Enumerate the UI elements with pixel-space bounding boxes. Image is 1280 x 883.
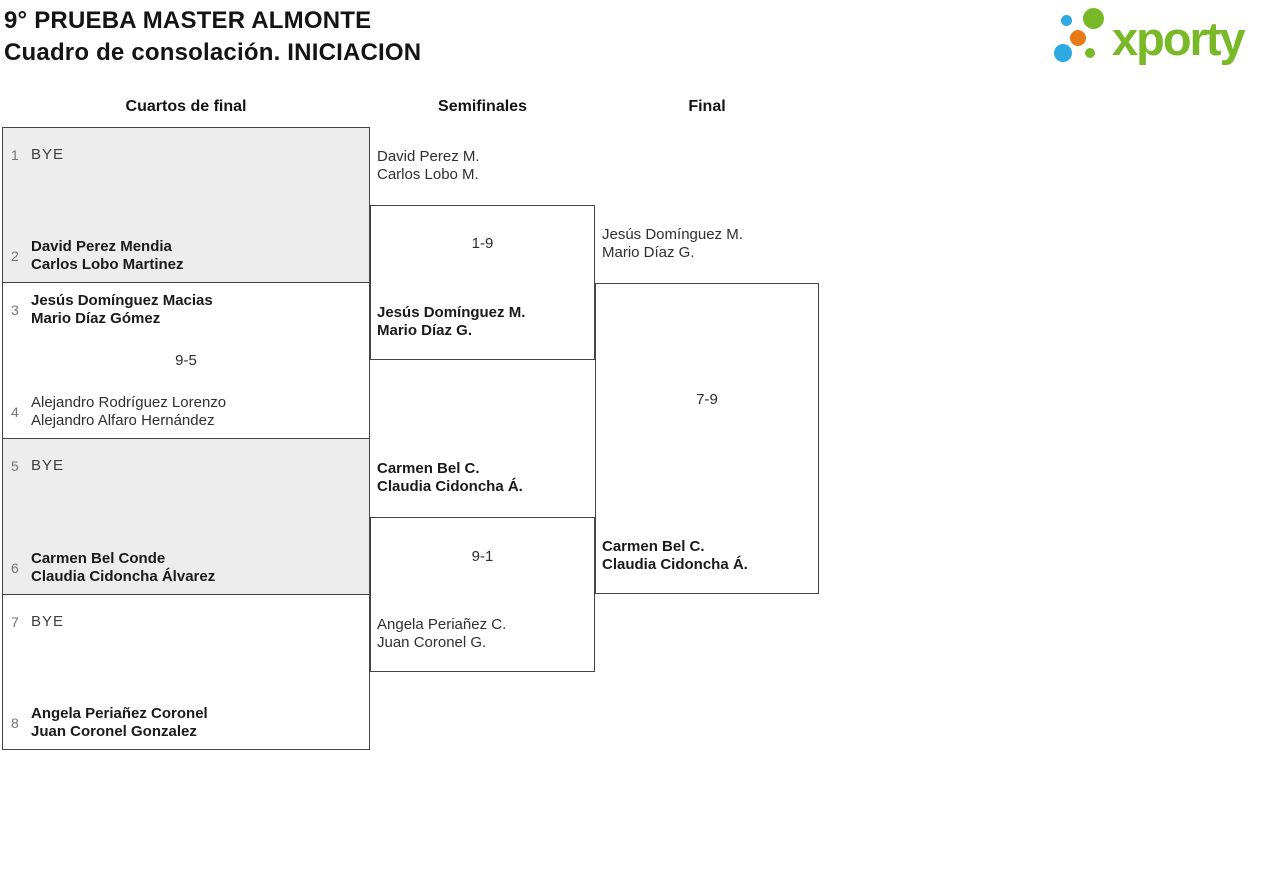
player-name: David Perez M. xyxy=(377,148,480,165)
sf2-score: 9-1 xyxy=(471,548,494,565)
player-name: Angela Periañez C. xyxy=(377,616,507,633)
tournament-title: 9° PRUEBA MASTER ALMONTE xyxy=(4,7,372,34)
seed-number: 4 xyxy=(11,404,19,420)
player-name: Carlos Lobo Martinez xyxy=(31,256,184,273)
player-name: Mario Díaz G. xyxy=(602,244,695,261)
player-name: Carmen Bel C. xyxy=(377,460,480,477)
player-name: Claudia Cidoncha Álvarez xyxy=(31,568,216,585)
player-name: Alejandro Rodríguez Lorenzo xyxy=(31,394,227,411)
sf2-team-top: Carmen Bel C. Claudia Cidoncha Á. xyxy=(377,460,523,496)
sf1-score: 1-9 xyxy=(471,235,494,252)
qf-match-3: 5 BYE 6 Carmen Bel Conde Claudia Cidonch… xyxy=(2,438,370,595)
logo-dot-green-big-icon xyxy=(1083,8,1104,29)
seed-number: 7 xyxy=(11,614,19,630)
logo-dot-blue-small-icon xyxy=(1061,15,1072,26)
seed-number: 3 xyxy=(11,302,19,318)
sf2-team-bottom: Angela Periañez C. Juan Coronel G. xyxy=(377,616,506,652)
seed-number: 5 xyxy=(11,458,19,474)
sf1-team-top: David Perez M. Carlos Lobo M. xyxy=(377,148,480,184)
player-name: Carmen Bel C. xyxy=(602,538,705,555)
qf4-team-bottom: 8 Angela Periañez Coronel Juan Coronel G… xyxy=(11,705,363,741)
qf1-team-bottom: 2 David Perez Mendia Carlos Lobo Martine… xyxy=(11,238,363,274)
seed-number: 6 xyxy=(11,560,19,576)
round-header-semifinales: Semifinales xyxy=(438,98,527,115)
qf2-score: 9-5 xyxy=(175,351,197,369)
qf2-team-top: 3 Jesús Domínguez Macias Mario Díaz Góme… xyxy=(11,292,363,328)
player-name: Claudia Cidoncha Á. xyxy=(377,478,523,495)
player-name: Jesús Domínguez Macias xyxy=(31,292,213,309)
player-name: Jesús Domínguez M. xyxy=(602,226,743,243)
player-name: Angela Periañez Coronel xyxy=(31,705,208,722)
qf4-team-top: 7 BYE xyxy=(11,604,363,640)
bye-label: BYE xyxy=(31,146,65,163)
player-name: Claudia Cidoncha Á. xyxy=(602,556,748,573)
player-name: Juan Coronel G. xyxy=(377,634,487,651)
page-title-block: 9° PRUEBA MASTER ALMONTE Cuadro de conso… xyxy=(4,5,421,69)
round-header-cuartos: Cuartos de final xyxy=(125,98,247,115)
final-match-box xyxy=(595,283,819,594)
sf-match-1-box xyxy=(370,205,595,360)
qf2-team-bottom: 4 Alejandro Rodríguez Lorenzo Alejandro … xyxy=(11,394,363,430)
round-header-final: Final xyxy=(688,98,726,115)
player-name: Juan Coronel Gonzalez xyxy=(31,723,197,740)
player-name: Mario Díaz Gómez xyxy=(31,310,161,327)
qf-match-4: 7 BYE 8 Angela Periañez Coronel Juan Cor… xyxy=(2,594,370,750)
player-name: Carlos Lobo M. xyxy=(377,166,479,183)
player-name: David Perez Mendia xyxy=(31,238,172,255)
bye-label: BYE xyxy=(31,457,65,474)
bye-label: BYE xyxy=(31,613,65,630)
seed-number: 2 xyxy=(11,248,19,264)
sf1-team-bottom: Jesús Domínguez M. Mario Díaz G. xyxy=(377,304,525,340)
bracket-subtitle: Cuadro de consolación. INICIACION xyxy=(4,39,422,66)
qf3-team-top: 5 BYE xyxy=(11,448,363,484)
final-score: 7-9 xyxy=(696,391,718,408)
player-name: Mario Díaz G. xyxy=(377,322,473,339)
qf-match-1: 1 BYE 2 David Perez Mendia Carlos Lobo M… xyxy=(2,127,370,283)
xporty-logo: xporty xyxy=(1050,0,1280,75)
final-team-top: Jesús Domínguez M. Mario Díaz G. xyxy=(602,226,743,262)
seed-number: 8 xyxy=(11,715,19,731)
logo-dot-orange-icon xyxy=(1070,30,1086,46)
player-name: Carmen Bel Conde xyxy=(31,550,166,567)
logo-wordmark: xporty xyxy=(1112,12,1246,65)
final-winner: Carmen Bel C. Claudia Cidoncha Á. xyxy=(602,538,748,574)
sf-match-2-box xyxy=(370,517,595,672)
qf1-team-top: 1 BYE xyxy=(11,137,363,173)
player-name: Jesús Domínguez M. xyxy=(377,304,526,321)
qf3-team-bottom: 6 Carmen Bel Conde Claudia Cidoncha Álva… xyxy=(11,550,363,586)
seed-number: 1 xyxy=(11,147,19,163)
logo-dot-green-small-icon xyxy=(1085,48,1095,58)
player-name: Alejandro Alfaro Hernández xyxy=(31,412,215,429)
qf-match-2: 3 Jesús Domínguez Macias Mario Díaz Góme… xyxy=(2,282,370,439)
logo-dot-blue-big-icon xyxy=(1054,44,1072,62)
